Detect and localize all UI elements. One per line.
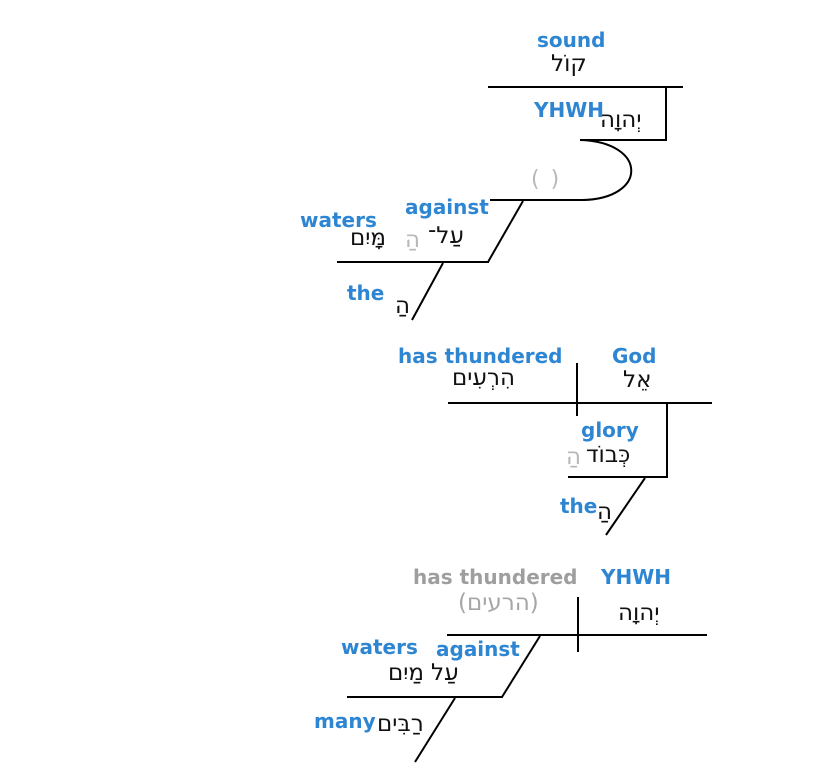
- ghost-article-he: הַ: [405, 227, 421, 253]
- gloss-many: many: [314, 709, 376, 733]
- d3-preposition-slash: [501, 635, 541, 698]
- hebrew-yhwh: יְהוָה: [618, 600, 660, 626]
- hebrew-article-he: הַ: [597, 499, 613, 525]
- d3-article-slash: [414, 697, 456, 763]
- gloss-glory: glory: [581, 418, 639, 442]
- hebrew-kavod: כְּבוֹד: [586, 442, 631, 468]
- gloss-has-thundered-implied: has thundered: [413, 565, 578, 589]
- hebrew-al: עַל־: [428, 223, 464, 249]
- hebrew-yhwh: יְהוָה: [600, 107, 642, 133]
- gloss-against: against: [436, 637, 520, 661]
- gloss-has-thundered: has thundered: [398, 344, 563, 368]
- gloss-yhwh: YHWH: [534, 98, 605, 122]
- gloss-sound: sound: [537, 28, 606, 52]
- hebrew-al: עַל: [431, 660, 459, 686]
- d1-connector-curve: [579, 139, 633, 201]
- gloss-waters: waters: [341, 635, 418, 659]
- gloss-yhwh: YHWH: [601, 565, 672, 589]
- d1-preposition-slash: [487, 200, 524, 263]
- hebrew-mayim: מַיִם: [388, 660, 425, 686]
- hebrew-hirim-implied: (הרעים): [458, 590, 539, 616]
- d1-article-slash: [411, 262, 444, 321]
- hebrew-qol: קוֹל: [551, 51, 587, 77]
- hebrew-rabbim: רַבִּים: [377, 711, 424, 737]
- ghost-article-he: הַ: [566, 444, 582, 470]
- gloss-god: God: [612, 344, 657, 368]
- gloss-waters: waters: [300, 208, 377, 232]
- implied-predicate-placeholder: ( ): [531, 167, 562, 192]
- hebrew-hirim: הִרְעִים: [452, 365, 516, 391]
- gloss-the: the: [347, 281, 385, 305]
- hebrew-article-he: הַ: [395, 293, 411, 319]
- gloss-the: the: [560, 494, 598, 518]
- hebrew-el: אֵל: [623, 367, 652, 393]
- d2-article-slash: [605, 477, 646, 536]
- gloss-against: against: [405, 195, 489, 219]
- hebrew-mayim: מָּיִם: [350, 225, 387, 251]
